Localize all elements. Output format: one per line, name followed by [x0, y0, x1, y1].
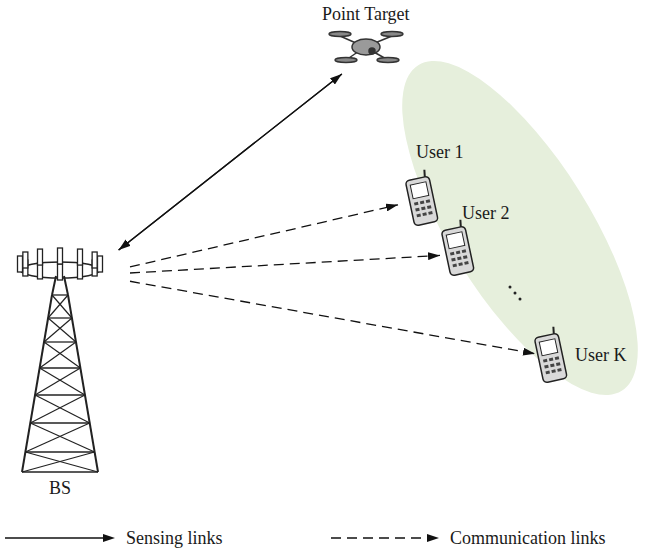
sensing-link — [119, 74, 342, 250]
communication-link — [130, 205, 398, 267]
drone-icon — [329, 32, 403, 63]
phone-icon — [533, 326, 567, 383]
base-station-tower — [18, 248, 103, 472]
node-label: User K — [575, 345, 627, 365]
node-label: BS — [49, 478, 71, 498]
communication-link — [130, 281, 535, 353]
user-node: User 2 — [440, 203, 530, 278]
ellipsis-dots — [509, 286, 522, 301]
user-node: User K — [535, 328, 643, 388]
legend-label: Sensing links — [126, 527, 223, 549]
legend-line-sample — [4, 527, 116, 549]
base-station: BS — [5, 250, 130, 502]
communication-link — [130, 255, 440, 273]
user-region — [359, 28, 656, 428]
legend-label: Communication links — [450, 527, 606, 549]
node-label: User 2 — [462, 203, 510, 223]
sensing-link — [119, 74, 342, 250]
phone-icon — [440, 219, 474, 276]
phone-icon — [404, 169, 438, 226]
node-label: Point Target — [322, 4, 410, 24]
legend-line-sample — [330, 527, 440, 549]
node-label: User 1 — [416, 142, 464, 162]
target-node: Point Target — [320, 2, 418, 74]
